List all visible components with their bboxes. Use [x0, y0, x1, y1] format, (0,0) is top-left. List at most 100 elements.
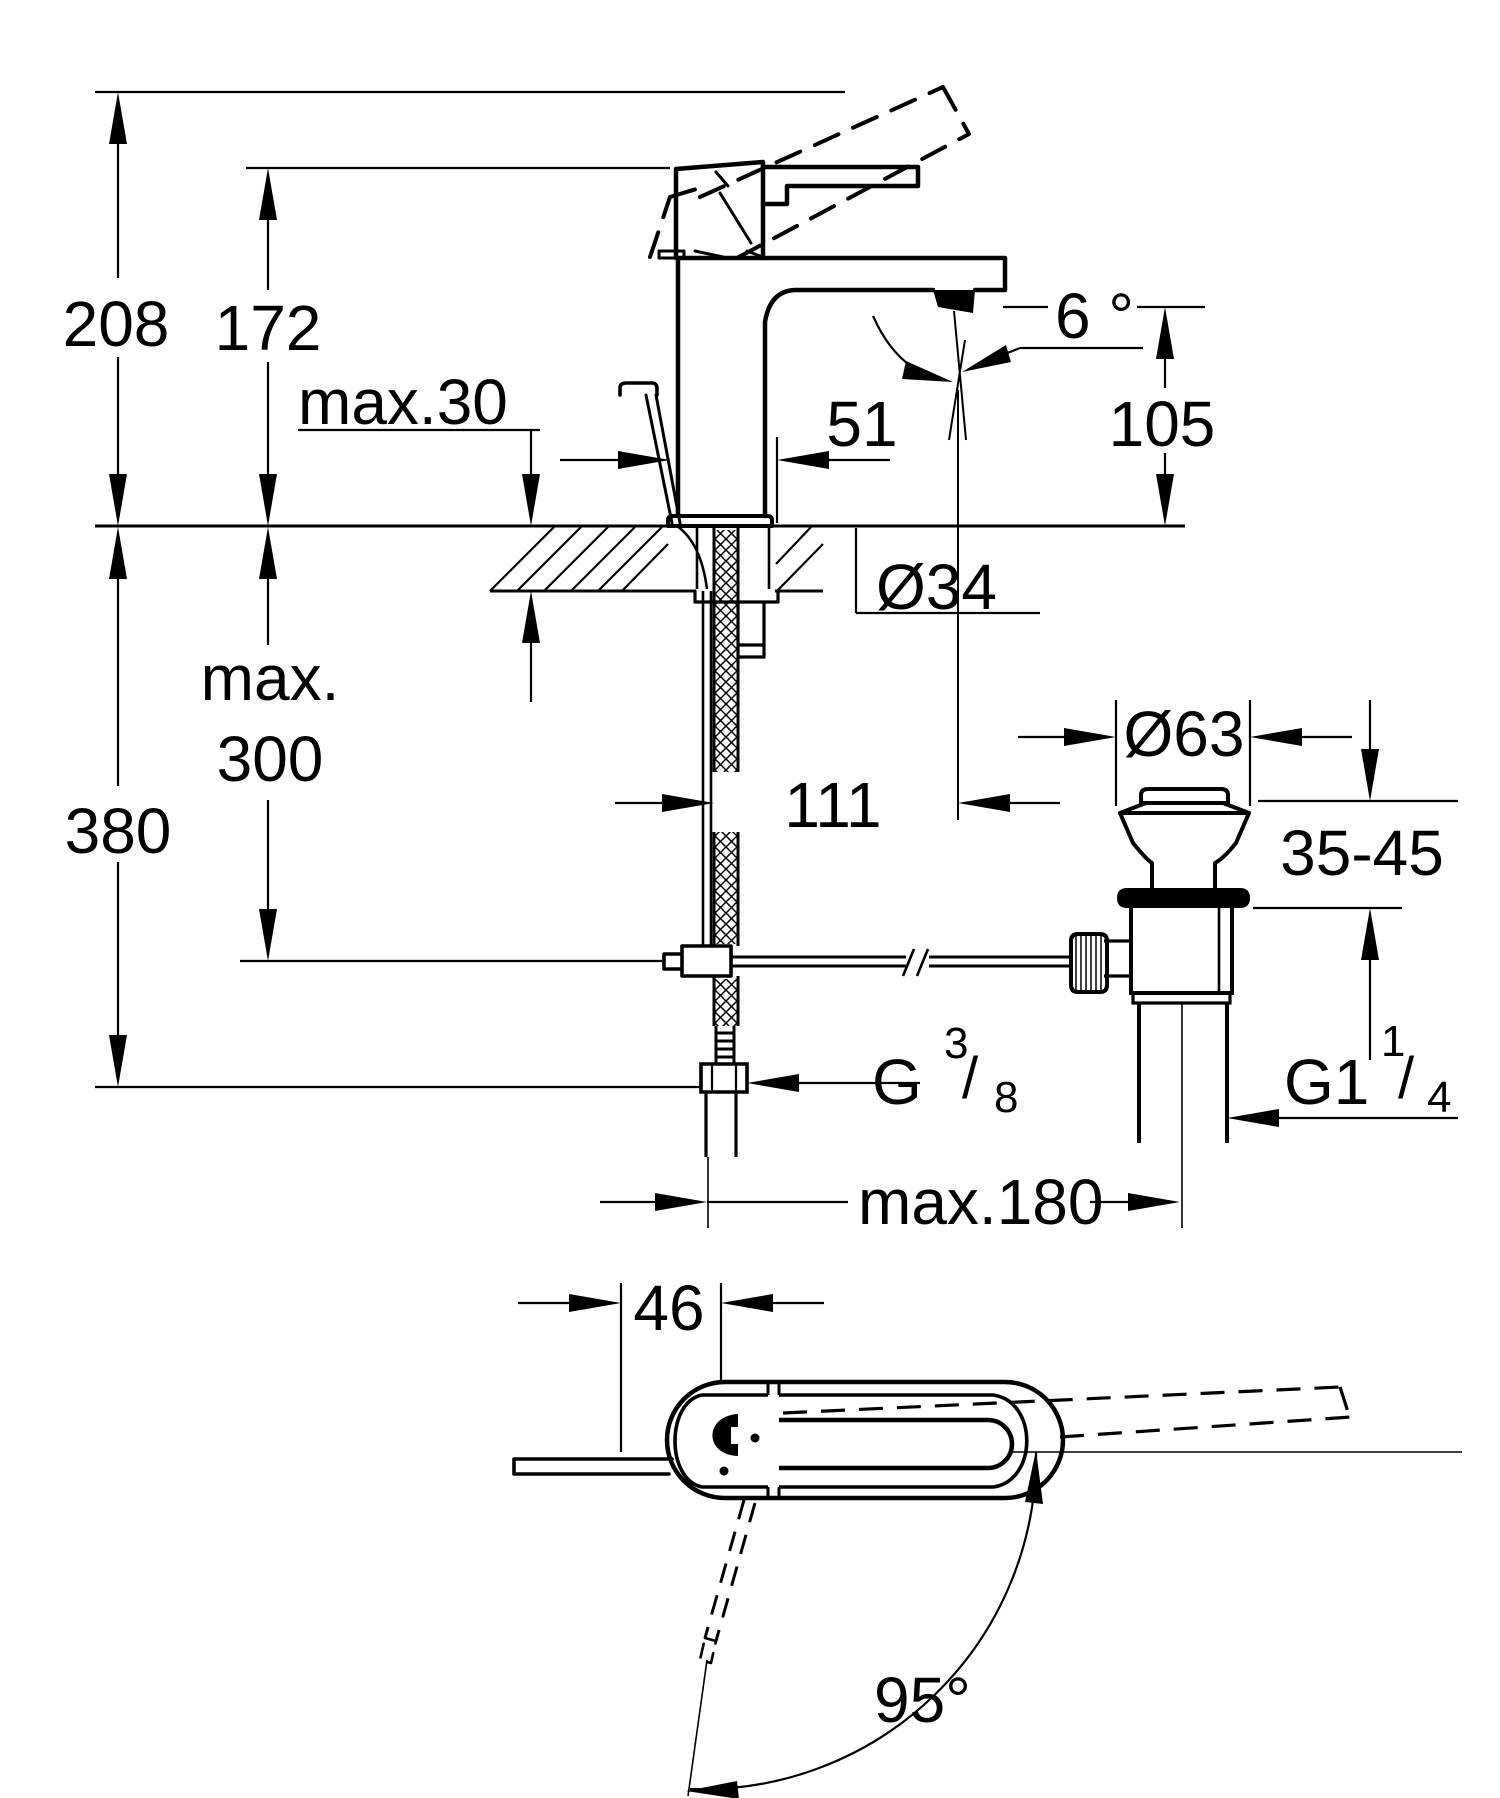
- angle-arrow-right: [962, 345, 1011, 372]
- dim-swivel-angle-label: 95°: [874, 1664, 971, 1736]
- drain-assembly: [1069, 787, 1251, 1228]
- aerator: [933, 290, 975, 313]
- hose-connector: [699, 1026, 749, 1228]
- body-collar: [1131, 991, 1232, 1005]
- dim-supply-thread: G 3 / 8: [747, 1019, 1018, 1122]
- linkage-rod: [662, 944, 1072, 978]
- top-lever: [779, 1385, 1462, 1471]
- dim-spout-depth-label: 51: [826, 388, 897, 460]
- handle-block: [673, 159, 766, 261]
- dim-flange-diameter: Ø63: [1018, 698, 1352, 806]
- faucet-body: [657, 249, 1008, 528]
- dim-hole-diameter: Ø34: [854, 528, 1040, 623]
- counter-hatch: [489, 525, 824, 592]
- dim-drain-thread: G1 1 / 4: [1227, 1017, 1458, 1127]
- dim-swivel-angle: 95°: [686, 1450, 1043, 1798]
- drain-flange: [1118, 801, 1251, 890]
- dim-body-width-label: 46: [633, 1272, 704, 1344]
- raised-lever-outline: [648, 85, 971, 260]
- hose-braid-lower: [714, 979, 738, 1026]
- dim-lines: [518, 1283, 824, 1452]
- rod-grip: [618, 381, 659, 397]
- dim-lines: [1003, 305, 1205, 474]
- supply-hose: [701, 528, 740, 1026]
- supply-thread-sub: 8: [994, 1073, 1018, 1122]
- rod-break-marks: [901, 948, 930, 977]
- top-view: 46 95°: [512, 1272, 1462, 1798]
- dim-arrows: [259, 527, 277, 961]
- hose-braid-mid: [714, 832, 738, 944]
- dim-lines: [1253, 700, 1458, 1060]
- swung-lever-dashed: [687, 1499, 757, 1797]
- dim-lines: [560, 437, 890, 523]
- dim-spout-angle: 6 °: [871, 280, 1143, 441]
- top-body: [512, 1379, 1066, 1501]
- dim-lines: [95, 90, 845, 474]
- o-ring-seal: [1117, 888, 1250, 908]
- drain-thread-sub: 4: [1427, 1073, 1451, 1122]
- swung-lever-lines: [703, 1499, 757, 1642]
- top-inner-spout: [779, 1393, 1029, 1489]
- top-inner-body: [673, 1393, 768, 1489]
- swung-lever-tip: [698, 1636, 718, 1665]
- counter-lines: [95, 524, 1185, 593]
- dim-arrows: [1156, 307, 1174, 526]
- dim-arrows: [1064, 728, 1302, 746]
- handle-internals: [693, 170, 762, 259]
- lever-handle: [673, 159, 921, 261]
- dim-outlet-height: 105: [1003, 305, 1216, 526]
- dim-flange-diameter-label: Ø63: [1124, 698, 1245, 770]
- top-rod-tab: [512, 1457, 674, 1476]
- dim-outlet-height-label: 105: [1109, 388, 1216, 460]
- dim-hole-diameter-label: Ø34: [876, 551, 997, 623]
- dim-arrows: [618, 451, 829, 469]
- dim-hose-depth: max. 300: [201, 527, 664, 963]
- hex-nut: [699, 1062, 749, 1094]
- plug-cap: [1139, 787, 1230, 805]
- leader-lines: [854, 528, 1040, 615]
- dim-total-depth: 380: [65, 527, 700, 1089]
- escutcheon: [666, 514, 774, 528]
- leader-arrow: [1227, 1109, 1279, 1127]
- dim-outlet-offset-label: 111: [784, 769, 881, 841]
- supply-pipe: [704, 1092, 738, 1157]
- index-dot-upper: [750, 1433, 760, 1443]
- dim-counter-thickness-label: max.30: [298, 366, 508, 438]
- supply-thread-base: G: [872, 1046, 922, 1118]
- cartridge-hole: [712, 1414, 738, 1456]
- dim-reach-max: max.180: [600, 1166, 1180, 1238]
- clevis: [662, 944, 733, 978]
- body-outline: [675, 255, 1008, 519]
- thread-section: [714, 1026, 736, 1064]
- tailpipe: [1137, 1003, 1229, 1143]
- dim-total-depth-label: 380: [65, 795, 172, 867]
- supply-thread-sup: 3: [944, 1019, 968, 1068]
- dim-lines: [240, 579, 664, 963]
- dim-reach-max-label: max.180: [858, 1166, 1103, 1238]
- supply-thread-slash: /: [962, 1046, 979, 1111]
- dim-outlet-offset: 111: [615, 390, 1060, 841]
- dim-hose-depth-label-1: max.: [201, 642, 340, 714]
- dim-mount-range: 35-45: [1253, 700, 1458, 1060]
- counter-section: [95, 524, 1185, 593]
- knob-knurling: [1075, 934, 1102, 992]
- dim-arrows: [569, 1294, 773, 1312]
- dim-lever-height: 172: [215, 166, 670, 526]
- swung-lever-extension: [687, 1659, 708, 1797]
- horizontal-rod: [731, 955, 1072, 968]
- mounting-hole: [676, 524, 771, 590]
- dim-arrows: [522, 474, 540, 643]
- drain-thread-base: G1: [1284, 1046, 1369, 1118]
- front-view: 208 172 max.30 380 max. 300 51: [63, 85, 1458, 1238]
- top-lever-outline: [779, 1417, 1015, 1471]
- hose-edges: [712, 528, 740, 1026]
- dim-lever-height-label: 172: [215, 292, 322, 364]
- dim-spout-angle-label: 6 °: [1055, 280, 1134, 352]
- dim-overall-height: 208: [63, 90, 845, 526]
- top-lever-dashed: [782, 1385, 1352, 1439]
- top-junction-lines: [766, 1382, 781, 1498]
- dim-body-width: 46: [518, 1272, 824, 1452]
- angle-arrow-left: [902, 361, 953, 382]
